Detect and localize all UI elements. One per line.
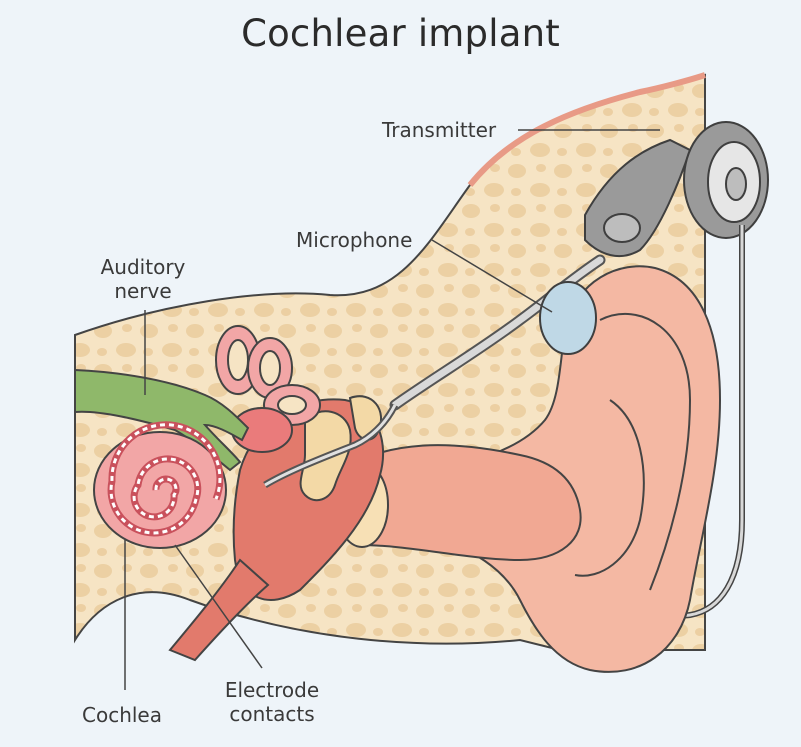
label-transmitter: Transmitter [382, 118, 496, 142]
label-microphone: Microphone [296, 228, 412, 252]
label-cochlea: Cochlea [82, 703, 162, 727]
label-auditory-nerve-line1: Auditory [88, 255, 198, 279]
label-auditory-nerve: Auditory nerve [88, 255, 198, 303]
label-electrode-contacts: Electrode contacts [212, 678, 332, 726]
label-electrode-line1: Electrode [212, 678, 332, 702]
label-electrode-line2: contacts [212, 702, 332, 726]
microphone-device [540, 282, 596, 354]
diagram-title: Cochlear implant [0, 12, 801, 55]
label-auditory-nerve-line2: nerve [88, 279, 198, 303]
